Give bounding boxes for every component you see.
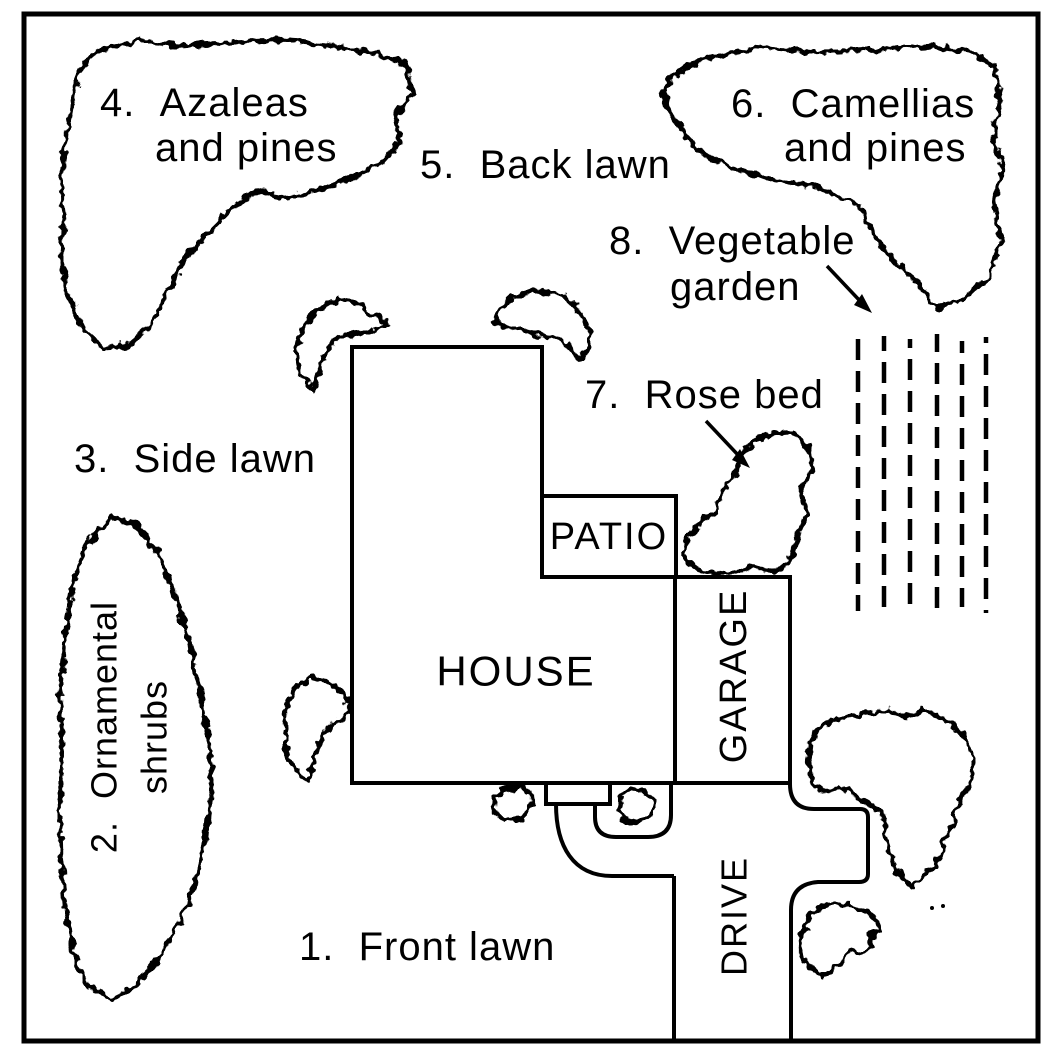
rose-bed-arrow xyxy=(704,419,741,458)
label-azaleas-line1: 4. Azaleas xyxy=(100,81,309,125)
label-side-lawn: 3. Side lawn xyxy=(74,437,316,481)
label-azaleas-line2: and pines xyxy=(155,126,337,170)
label-vegetable-garden-line2: garden xyxy=(670,265,801,309)
label-drive: DRIVE xyxy=(714,856,755,976)
label-garage: GARAGE xyxy=(713,589,755,764)
ink-speck xyxy=(941,904,945,908)
area-labels: 4. Azaleas and pines 5. Back lawn 6. Cam… xyxy=(74,81,975,969)
tree-by-drive-outline xyxy=(805,708,977,890)
label-ornamental-shrubs-line2: shrubs xyxy=(134,680,175,794)
vegetable-garden-rows xyxy=(855,334,989,616)
azalea-pine-bed-outline xyxy=(57,37,415,351)
drive-right-edge-with-apron xyxy=(788,783,870,1039)
garage-box xyxy=(673,575,792,785)
shrub-house-top-right-outline xyxy=(492,288,593,361)
plan-border xyxy=(21,11,1041,1044)
rose-bed-arrowhead xyxy=(732,449,750,468)
structures xyxy=(350,345,870,1039)
label-back-lawn: 5. Back lawn xyxy=(420,143,671,187)
callout-arrows xyxy=(704,264,872,468)
entry-shrub-left-outline xyxy=(491,784,535,823)
ink-speck xyxy=(930,906,934,910)
entry-shrub-right-outline xyxy=(616,786,658,826)
shrub-house-top-left-outline xyxy=(293,297,391,393)
camellia-pine-bed-outline xyxy=(660,43,1006,311)
structure-labels: HOUSE PATIO GARAGE DRIVE xyxy=(436,516,755,976)
patio-box xyxy=(540,494,678,579)
ornamental-shrub-bed-outline xyxy=(57,513,215,1002)
label-camellias-line2: and pines xyxy=(784,126,966,170)
label-camellias-line1: 6. Camellias xyxy=(731,82,975,126)
house-outline xyxy=(350,345,544,783)
label-house: HOUSE xyxy=(436,648,595,695)
planting-beds xyxy=(57,37,1006,1002)
rose-bed-outline xyxy=(680,429,815,578)
label-patio: PATIO xyxy=(550,516,668,558)
shrub-bottom-right-outline xyxy=(797,901,883,978)
label-vegetable-garden-line1: 8. Vegetable xyxy=(609,219,856,263)
label-ornamental-shrubs-line1: 2. Ornamental xyxy=(84,601,125,853)
vegetable-garden-arrow xyxy=(825,264,863,304)
shrub-house-bottom-left-outline xyxy=(282,675,353,784)
vegetable-garden-arrowhead xyxy=(854,294,872,313)
label-front-lawn: 1. Front lawn xyxy=(299,925,555,969)
entry-bed-border xyxy=(593,784,673,839)
porch-step xyxy=(544,781,612,806)
label-rose-bed: 7. Rose bed xyxy=(585,373,824,417)
entry-walk-outer-edge xyxy=(554,803,674,878)
